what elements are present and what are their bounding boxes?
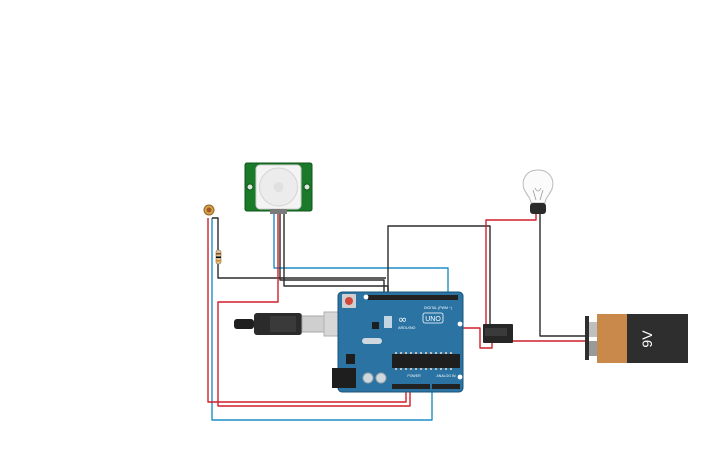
- board-model-frame: [422, 312, 444, 324]
- usb-cable-strain-relief: [234, 319, 254, 329]
- power-header: [392, 384, 430, 389]
- battery-terminal-bottom: [589, 341, 597, 356]
- wire-red-relay-bulb[interactable]: [485, 214, 537, 334]
- pir-pin-header: [270, 209, 287, 214]
- light-bulb-filament: [532, 187, 544, 201]
- atmega-pins: [395, 352, 452, 370]
- wire-black-ldr-resistor[interactable]: [212, 217, 386, 279]
- resistor-band-1: [216, 253, 221, 255]
- resistor-band-2: [216, 256, 221, 258]
- mount-hole-top-left: [363, 294, 369, 300]
- relay-label-plate: [485, 328, 507, 336]
- battery-voltage-label: 9V: [639, 330, 655, 348]
- photoresistor[interactable]: [203, 204, 215, 216]
- resistor[interactable]: [215, 249, 222, 265]
- wire-black-pir-gnd-2[interactable]: [283, 212, 389, 296]
- wire-blue-ldr-analog[interactable]: [211, 218, 433, 421]
- usb-chip: [372, 322, 379, 329]
- resistor-band-3: [216, 260, 221, 262]
- relay-module[interactable]: [483, 324, 513, 343]
- mount-hole-top-right: [457, 321, 463, 327]
- battery-terminal-top: [589, 322, 597, 337]
- smd-led-strip: [384, 316, 392, 328]
- light-bulb-base: [530, 203, 546, 214]
- capacitor-1: [362, 372, 374, 384]
- wire-black-bulb-battery[interactable]: [539, 214, 588, 337]
- crystal: [362, 338, 382, 344]
- arduino-uno-board[interactable]: DIGITAL (PWM ~) ∞ ARDUINO UNO: [332, 291, 464, 393]
- digital-header-label: DIGITAL (PWM ~): [424, 306, 452, 310]
- power-jack[interactable]: [332, 368, 356, 388]
- photoresistor-track: [206, 207, 212, 213]
- wire-red-pir-vcc[interactable]: [217, 212, 411, 407]
- power-header-label: POWER: [407, 374, 421, 378]
- usb-cable-plug-metal: [301, 315, 325, 333]
- atmega-chip: [392, 354, 460, 368]
- regulator: [346, 354, 355, 364]
- capacitor-2: [375, 372, 387, 384]
- reset-button[interactable]: [345, 297, 353, 305]
- pir-mount-hole-right: [303, 183, 311, 191]
- wire-black-relay-top[interactable]: [387, 225, 491, 328]
- analog-header: [432, 384, 460, 389]
- battery-9v[interactable]: 9V: [585, 314, 688, 363]
- battery-terminal-plate: [585, 316, 589, 360]
- wire-blue-pir-signal[interactable]: [273, 212, 449, 296]
- board-model-label: UNO: [425, 316, 441, 323]
- pir-mount-hole-left: [246, 183, 254, 191]
- usb-cable-plug-grip: [270, 316, 296, 332]
- arduino-logo-mark: ∞: [398, 313, 407, 326]
- battery-body: [627, 314, 688, 363]
- pir-sensor-dome-center: [273, 182, 284, 192]
- analog-header-label: ANALOG IN: [436, 374, 456, 378]
- pir-sensor[interactable]: [244, 162, 313, 214]
- board-brand-label: ARDUINO: [398, 326, 416, 330]
- wire-black-pir-gnd[interactable]: [279, 212, 385, 296]
- wire-red-ldr-vcc[interactable]: [207, 218, 407, 403]
- mount-hole-bottom-right: [457, 374, 463, 380]
- light-bulb[interactable]: [522, 169, 554, 214]
- battery-wrap: [597, 314, 627, 363]
- digital-header: [368, 295, 458, 300]
- light-bulb-glass: [522, 169, 554, 204]
